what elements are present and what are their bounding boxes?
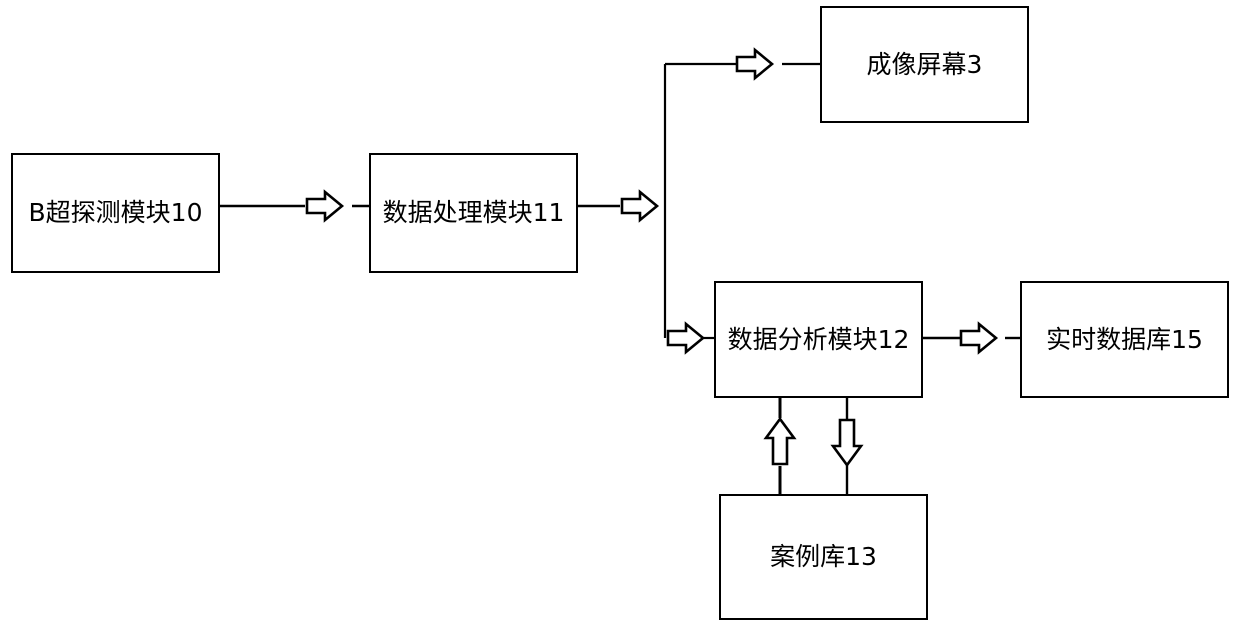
node-label-database-15: 实时数据库15 (1046, 324, 1203, 354)
node-label-caselib-13: 案例库13 (770, 542, 877, 572)
arrow-up-icon-caselib13-to-module12 (764, 417, 796, 466)
arrow-right-icon-module12-to-database15 (959, 322, 998, 354)
node-box-module-12[interactable]: 数据分析模块12 (714, 281, 923, 398)
node-box-database-15[interactable]: 实时数据库15 (1020, 281, 1229, 398)
arrow-right-icon-trunk-to-screen3 (735, 48, 774, 80)
node-label-screen-3: 成像屏幕3 (866, 49, 983, 79)
arrow-right-icon-module10-to-module11 (305, 190, 344, 222)
arrow-right-icon-module11-to-trunk (620, 190, 659, 222)
arrow-right-icon-trunk-to-module12 (666, 322, 705, 354)
arrow-down-icon-module12-to-caselib13 (831, 418, 863, 467)
node-label-module-10: B超探测模块10 (28, 198, 203, 228)
node-box-caselib-13[interactable]: 案例库13 (719, 494, 928, 620)
node-box-module-10[interactable]: B超探测模块10 (11, 153, 220, 273)
node-label-module-11: 数据处理模块11 (382, 198, 565, 228)
node-box-module-11[interactable]: 数据处理模块11 (369, 153, 578, 273)
node-label-module-12: 数据分析模块12 (727, 324, 910, 354)
node-box-screen-3[interactable]: 成像屏幕3 (820, 6, 1029, 123)
